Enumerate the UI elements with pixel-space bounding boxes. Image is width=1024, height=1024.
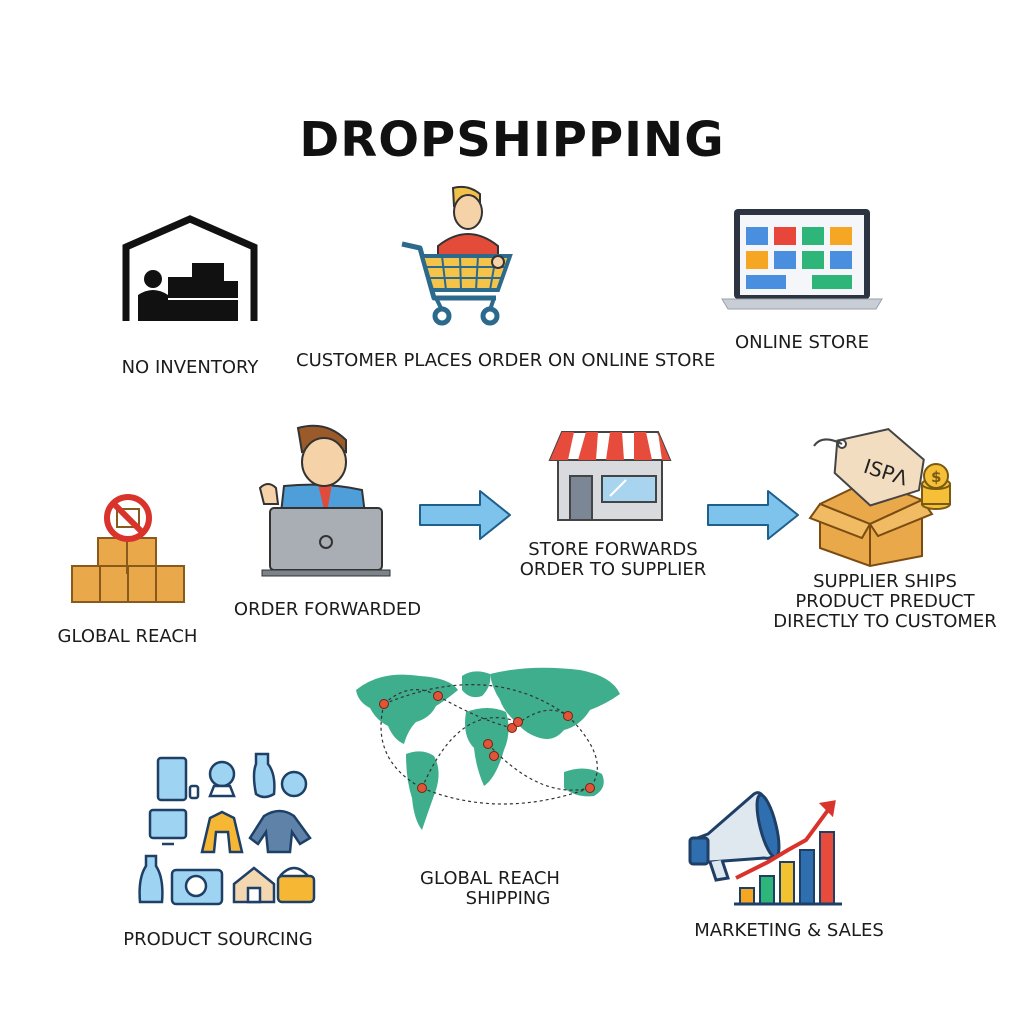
svg-text:$: $	[931, 468, 941, 486]
no-stock-boxes-icon	[71, 494, 185, 603]
label-customer-order: CUSTOMER PLACES ORDER ON ONLINE STORE	[296, 350, 716, 371]
label-supplier-ships: SUPPLIER SHIPS PRODUCT PREDUCT DIRECTLY …	[773, 571, 997, 632]
world-map-icon	[356, 667, 620, 830]
label-online-store: ONLINE STORE	[735, 332, 869, 353]
warehouse-icon	[122, 215, 258, 321]
products-grid-icon	[138, 752, 316, 906]
shipping-box-tag-icon: ISPɅ $	[808, 428, 951, 568]
label-store-forwards: STORE FORWARDS ORDER TO SUPPLIER	[519, 539, 707, 580]
page-title: DROPSHIPPING	[299, 112, 725, 168]
label-no-inventory: NO INVENTORY	[121, 357, 259, 378]
label-order-forwarded: ORDER FORWARDED	[233, 599, 422, 620]
storefront-icon	[548, 431, 672, 521]
label-global-shipping: GLOBAL REACH SHIPPING	[420, 868, 560, 909]
label-marketing-sales: MARKETING & SALES	[694, 920, 884, 941]
megaphone-chart-icon	[688, 791, 842, 906]
laptop-store-icon	[721, 209, 883, 310]
arrow-right-icon	[419, 490, 511, 540]
label-global-reach-boxes: GLOBAL REACH	[57, 626, 198, 647]
arrow-right-icon	[707, 490, 799, 540]
shopping-cart-icon	[401, 185, 513, 326]
person-laptop-icon	[258, 424, 391, 577]
label-product-sourcing: PRODUCT SOURCING	[123, 929, 313, 950]
